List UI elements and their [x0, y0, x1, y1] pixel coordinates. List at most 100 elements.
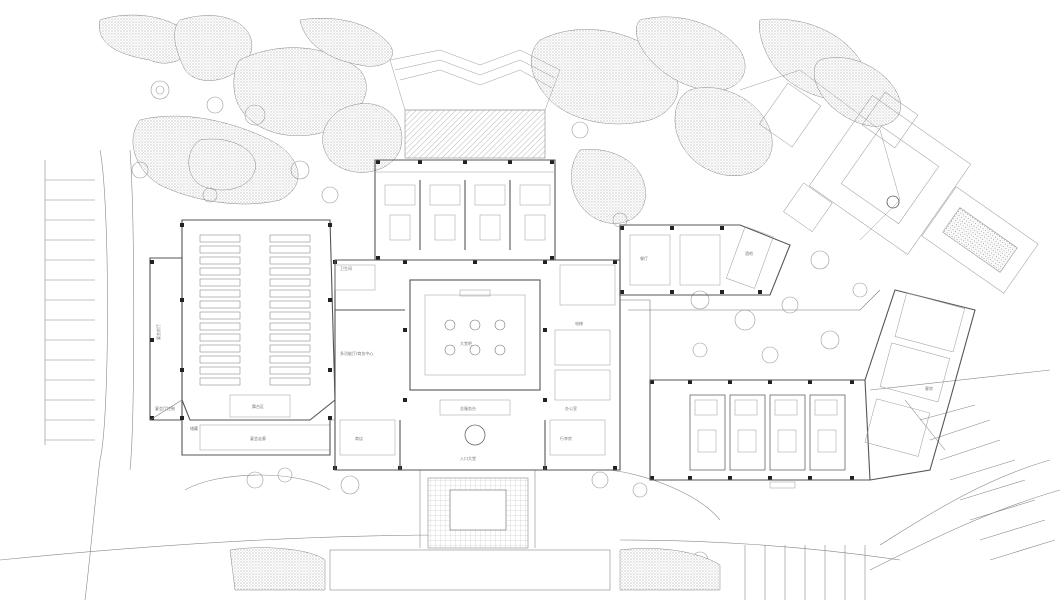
- label-banquet-control: 宴会厅控制: [155, 405, 175, 411]
- bathroom: [734, 399, 758, 416]
- banquet-table: [269, 234, 311, 243]
- structural-column: [808, 380, 812, 384]
- structural-columns: [150, 160, 854, 480]
- guest-room: [769, 394, 806, 471]
- structural-column: [620, 226, 624, 230]
- structural-column: [620, 290, 624, 294]
- structural-column: [328, 298, 332, 302]
- label-shop: 商店: [355, 435, 363, 441]
- structural-column: [720, 226, 724, 230]
- label-lift: 电梯: [575, 320, 583, 326]
- structural-column: [403, 398, 407, 402]
- guest-room: [809, 394, 846, 471]
- structural-column: [180, 368, 184, 372]
- structural-column: [758, 290, 762, 294]
- banquet-table: [269, 289, 311, 298]
- banquet-table: [199, 366, 241, 375]
- banquet-table: [269, 355, 311, 364]
- structural-column: [768, 380, 772, 384]
- banquet-table: [269, 333, 311, 342]
- structural-column: [463, 160, 467, 164]
- banquet-table: [199, 278, 241, 287]
- label-bar: 酒吧: [745, 250, 753, 256]
- structural-column: [720, 290, 724, 294]
- bed: [737, 429, 757, 453]
- central-lobby: [334, 259, 621, 471]
- structural-column: [688, 380, 692, 384]
- structural-column: [808, 476, 812, 480]
- structural-column: [850, 380, 854, 384]
- parking-west: [44, 149, 135, 600]
- structural-column: [180, 298, 184, 302]
- structural-column: [543, 260, 547, 264]
- structural-column: [728, 380, 732, 384]
- structural-column: [613, 466, 617, 470]
- southeast-room-wing: [649, 289, 976, 489]
- structural-column: [550, 256, 554, 260]
- structural-column: [670, 290, 674, 294]
- structural-column: [150, 338, 154, 342]
- structural-column: [328, 368, 332, 372]
- label-restaurant: 餐厅: [640, 255, 648, 261]
- banquet-table: [199, 256, 241, 265]
- room-labels: 宴会前厅 宴会厅控制 舞台区 储藏 宴会走廊 多功能厅/商务中心 大堂吧 总服务…: [155, 250, 933, 461]
- bed: [817, 429, 837, 453]
- banquet-table: [199, 355, 241, 364]
- banquet-table: [199, 311, 241, 320]
- structural-column: [543, 328, 547, 332]
- structural-column: [150, 260, 154, 264]
- structural-column: [328, 223, 332, 227]
- label-toilet: 卫生间: [340, 265, 352, 271]
- structural-column: [150, 416, 154, 420]
- parking-east: [744, 369, 1061, 600]
- banquet-table: [269, 245, 311, 254]
- structural-column: [850, 476, 854, 480]
- banquet-table: [269, 267, 311, 276]
- structural-column: [473, 260, 477, 264]
- structural-column: [613, 260, 617, 264]
- bathroom: [694, 399, 718, 416]
- north-room-block: [374, 159, 556, 261]
- structural-column: [508, 160, 512, 164]
- label-entrance-lobby: 入口大堂: [460, 455, 476, 461]
- banquet-table: [199, 322, 241, 331]
- bathroom: [814, 399, 838, 416]
- banquet-table: [269, 366, 311, 375]
- label-stage: 舞台区: [252, 403, 264, 409]
- banquet-hall: [149, 219, 336, 456]
- structural-column: [180, 416, 184, 420]
- banquet-table: [269, 300, 311, 309]
- structural-column: [670, 226, 674, 230]
- structural-column: [550, 160, 554, 164]
- structural-column: [768, 476, 772, 480]
- landscape-north: [99, 14, 902, 224]
- structural-column: [543, 398, 547, 402]
- banquet-table: [199, 245, 241, 254]
- structural-column: [418, 160, 422, 164]
- northeast-courtyard: [739, 69, 1039, 294]
- banquet-table: [199, 333, 241, 342]
- label-banquet-prefunction: 宴会前厅: [155, 324, 161, 340]
- banquet-table-grid: [199, 234, 311, 386]
- structural-column: [376, 160, 380, 164]
- structural-column: [728, 476, 732, 480]
- structural-column: [650, 380, 654, 384]
- east-block: [619, 224, 791, 296]
- corridors: [149, 289, 881, 421]
- structural-column: [650, 476, 654, 480]
- bathroom: [774, 399, 798, 416]
- banquet-table: [269, 278, 311, 287]
- label-luggage: 行李房: [560, 435, 572, 441]
- banquet-table: [199, 267, 241, 276]
- bed: [697, 429, 717, 453]
- banquet-table: [199, 377, 241, 386]
- structural-column: [328, 416, 332, 420]
- banquet-table: [269, 344, 311, 353]
- banquet-table: [269, 311, 311, 320]
- banquet-table: [199, 344, 241, 353]
- bed: [777, 429, 797, 453]
- banquet-table: [199, 234, 241, 243]
- banquet-table: [269, 322, 311, 331]
- structural-column: [376, 256, 380, 260]
